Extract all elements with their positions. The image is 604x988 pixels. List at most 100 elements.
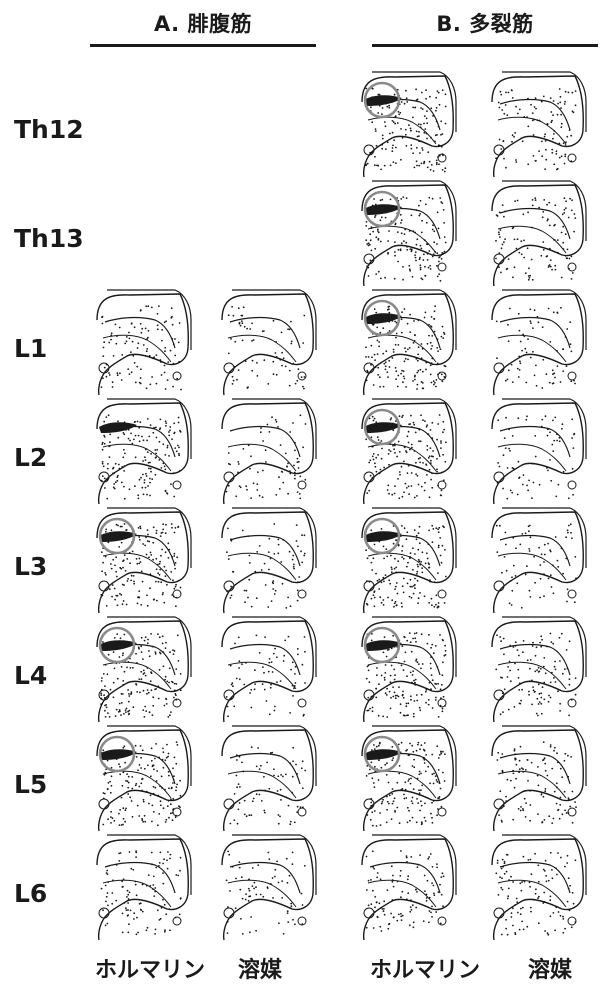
- labeled-cell-dot: [374, 597, 376, 599]
- labeled-cell-dot: [548, 701, 550, 703]
- labeled-cell-dot: [444, 251, 446, 253]
- labeled-cell-dot: [126, 558, 128, 560]
- labeled-cell-dot: [504, 532, 506, 534]
- labeled-cell-dot: [391, 759, 393, 761]
- labeled-cell-dot: [273, 768, 275, 770]
- labeled-cell-dot: [406, 97, 408, 99]
- labeled-cell-dot: [254, 688, 256, 690]
- labeled-cell-dot: [290, 343, 292, 345]
- labeled-cell-dot: [515, 778, 517, 780]
- labeled-cell-dot: [156, 780, 158, 782]
- labeled-cell-dot: [136, 933, 138, 935]
- labeled-cell-dot: [442, 872, 444, 874]
- labeled-cell-dot: [520, 806, 522, 808]
- labeled-cell-dot: [515, 161, 517, 163]
- labeled-cell-dot: [437, 374, 439, 376]
- labeled-cell-dot: [407, 822, 409, 824]
- labeled-cell-dot: [402, 196, 404, 198]
- labeled-cell-dot: [162, 872, 164, 874]
- labeled-cell-dot: [400, 896, 402, 898]
- labeled-cell-dot: [428, 699, 430, 701]
- labeled-cell-dot: [425, 312, 427, 314]
- labeled-cell-dot: [107, 881, 109, 883]
- vessel-mark: [568, 263, 576, 271]
- labeled-cell-dot: [387, 376, 389, 378]
- labeled-cell-dot: [112, 817, 114, 819]
- labeled-cell-dot: [543, 96, 545, 98]
- labeled-cell-dot: [253, 482, 255, 484]
- labeled-cell-dot: [171, 338, 173, 340]
- labeled-cell-dot: [387, 597, 389, 599]
- labeled-cell-dot: [508, 428, 510, 430]
- labeled-cell-dot: [156, 530, 158, 532]
- labeled-cell-dot: [499, 876, 501, 878]
- labeled-cell-dot: [504, 688, 506, 690]
- labeled-cell-dot: [163, 602, 165, 604]
- labeled-cell-dot: [139, 539, 141, 541]
- labeled-cell-dot: [571, 256, 573, 258]
- labeled-cell-dot: [260, 427, 262, 429]
- labeled-cell-dot: [230, 538, 232, 540]
- labeled-cell-dot: [304, 479, 306, 481]
- labeled-cell-dot: [243, 684, 245, 686]
- labeled-cell-dot: [536, 698, 538, 700]
- labeled-cell-dot: [401, 242, 403, 244]
- labeled-cell-dot: [499, 236, 501, 238]
- labeled-cell-dot: [388, 312, 390, 314]
- labeled-cell-dot: [512, 134, 514, 136]
- labeled-cell-dot: [168, 431, 170, 433]
- labeled-cell-dot: [396, 807, 398, 809]
- labeled-cell-dot: [119, 766, 121, 768]
- labeled-cell-dot: [155, 581, 157, 583]
- labeled-cell-dot: [505, 380, 507, 382]
- labeled-cell-dot: [110, 811, 112, 813]
- labeled-cell-dot: [231, 595, 233, 597]
- labeled-cell-dot: [407, 435, 409, 437]
- labeled-cell-dot: [562, 213, 564, 215]
- labeled-cell-dot: [386, 762, 388, 764]
- labeled-cell-dot: [239, 678, 241, 680]
- labeled-cell-dot: [436, 265, 438, 267]
- labeled-cell-dot: [417, 566, 419, 568]
- labeled-cell-dot: [144, 672, 146, 674]
- labeled-cell-dot: [278, 476, 280, 478]
- labeled-cell-dot: [547, 932, 549, 934]
- labeled-cell-dot: [228, 558, 230, 560]
- labeled-cell-dot: [245, 485, 247, 487]
- labeled-cell-dot: [176, 741, 178, 743]
- labeled-cell-dot: [421, 694, 423, 696]
- labeled-cell-dot: [159, 563, 161, 565]
- labeled-cell-dot: [407, 359, 409, 361]
- labeled-cell-dot: [515, 547, 517, 549]
- labeled-cell-dot: [508, 448, 510, 450]
- labeled-cell-dot: [569, 678, 571, 680]
- labeled-cell-dot: [140, 561, 142, 563]
- labeled-cell-dot: [378, 345, 380, 347]
- labeled-cell-dot: [405, 351, 407, 353]
- labeled-cell-dot: [409, 632, 411, 634]
- section-l2-3: [492, 399, 586, 504]
- central-canal: [494, 799, 504, 809]
- labeled-cell-dot: [170, 854, 172, 856]
- labeled-cell-dot: [567, 249, 569, 251]
- labeled-cell-dot: [242, 340, 244, 342]
- labeled-cell-dot: [248, 579, 250, 581]
- labeled-cell-dot: [430, 107, 432, 109]
- labeled-cell-dot: [441, 806, 443, 808]
- labeled-cell-dot: [432, 679, 434, 681]
- labeled-cell-dot: [441, 374, 443, 376]
- labeled-cell-dot: [280, 789, 282, 791]
- labeled-cell-dot: [438, 891, 440, 893]
- labeled-cell-dot: [436, 458, 438, 460]
- labeled-cell-dot: [416, 165, 418, 167]
- labeled-cell-dot: [414, 107, 416, 109]
- labeled-cell-dot: [261, 569, 263, 571]
- labeled-cell-dot: [104, 443, 106, 445]
- labeled-cell-dot: [407, 879, 409, 881]
- labeled-cell-dot: [557, 566, 559, 568]
- labeled-cell-dot: [273, 653, 275, 655]
- labeled-cell-dot: [391, 568, 393, 570]
- labeled-cell-dot: [438, 126, 440, 128]
- labeled-cell-dot: [388, 321, 390, 323]
- labeled-cell-dot: [373, 744, 375, 746]
